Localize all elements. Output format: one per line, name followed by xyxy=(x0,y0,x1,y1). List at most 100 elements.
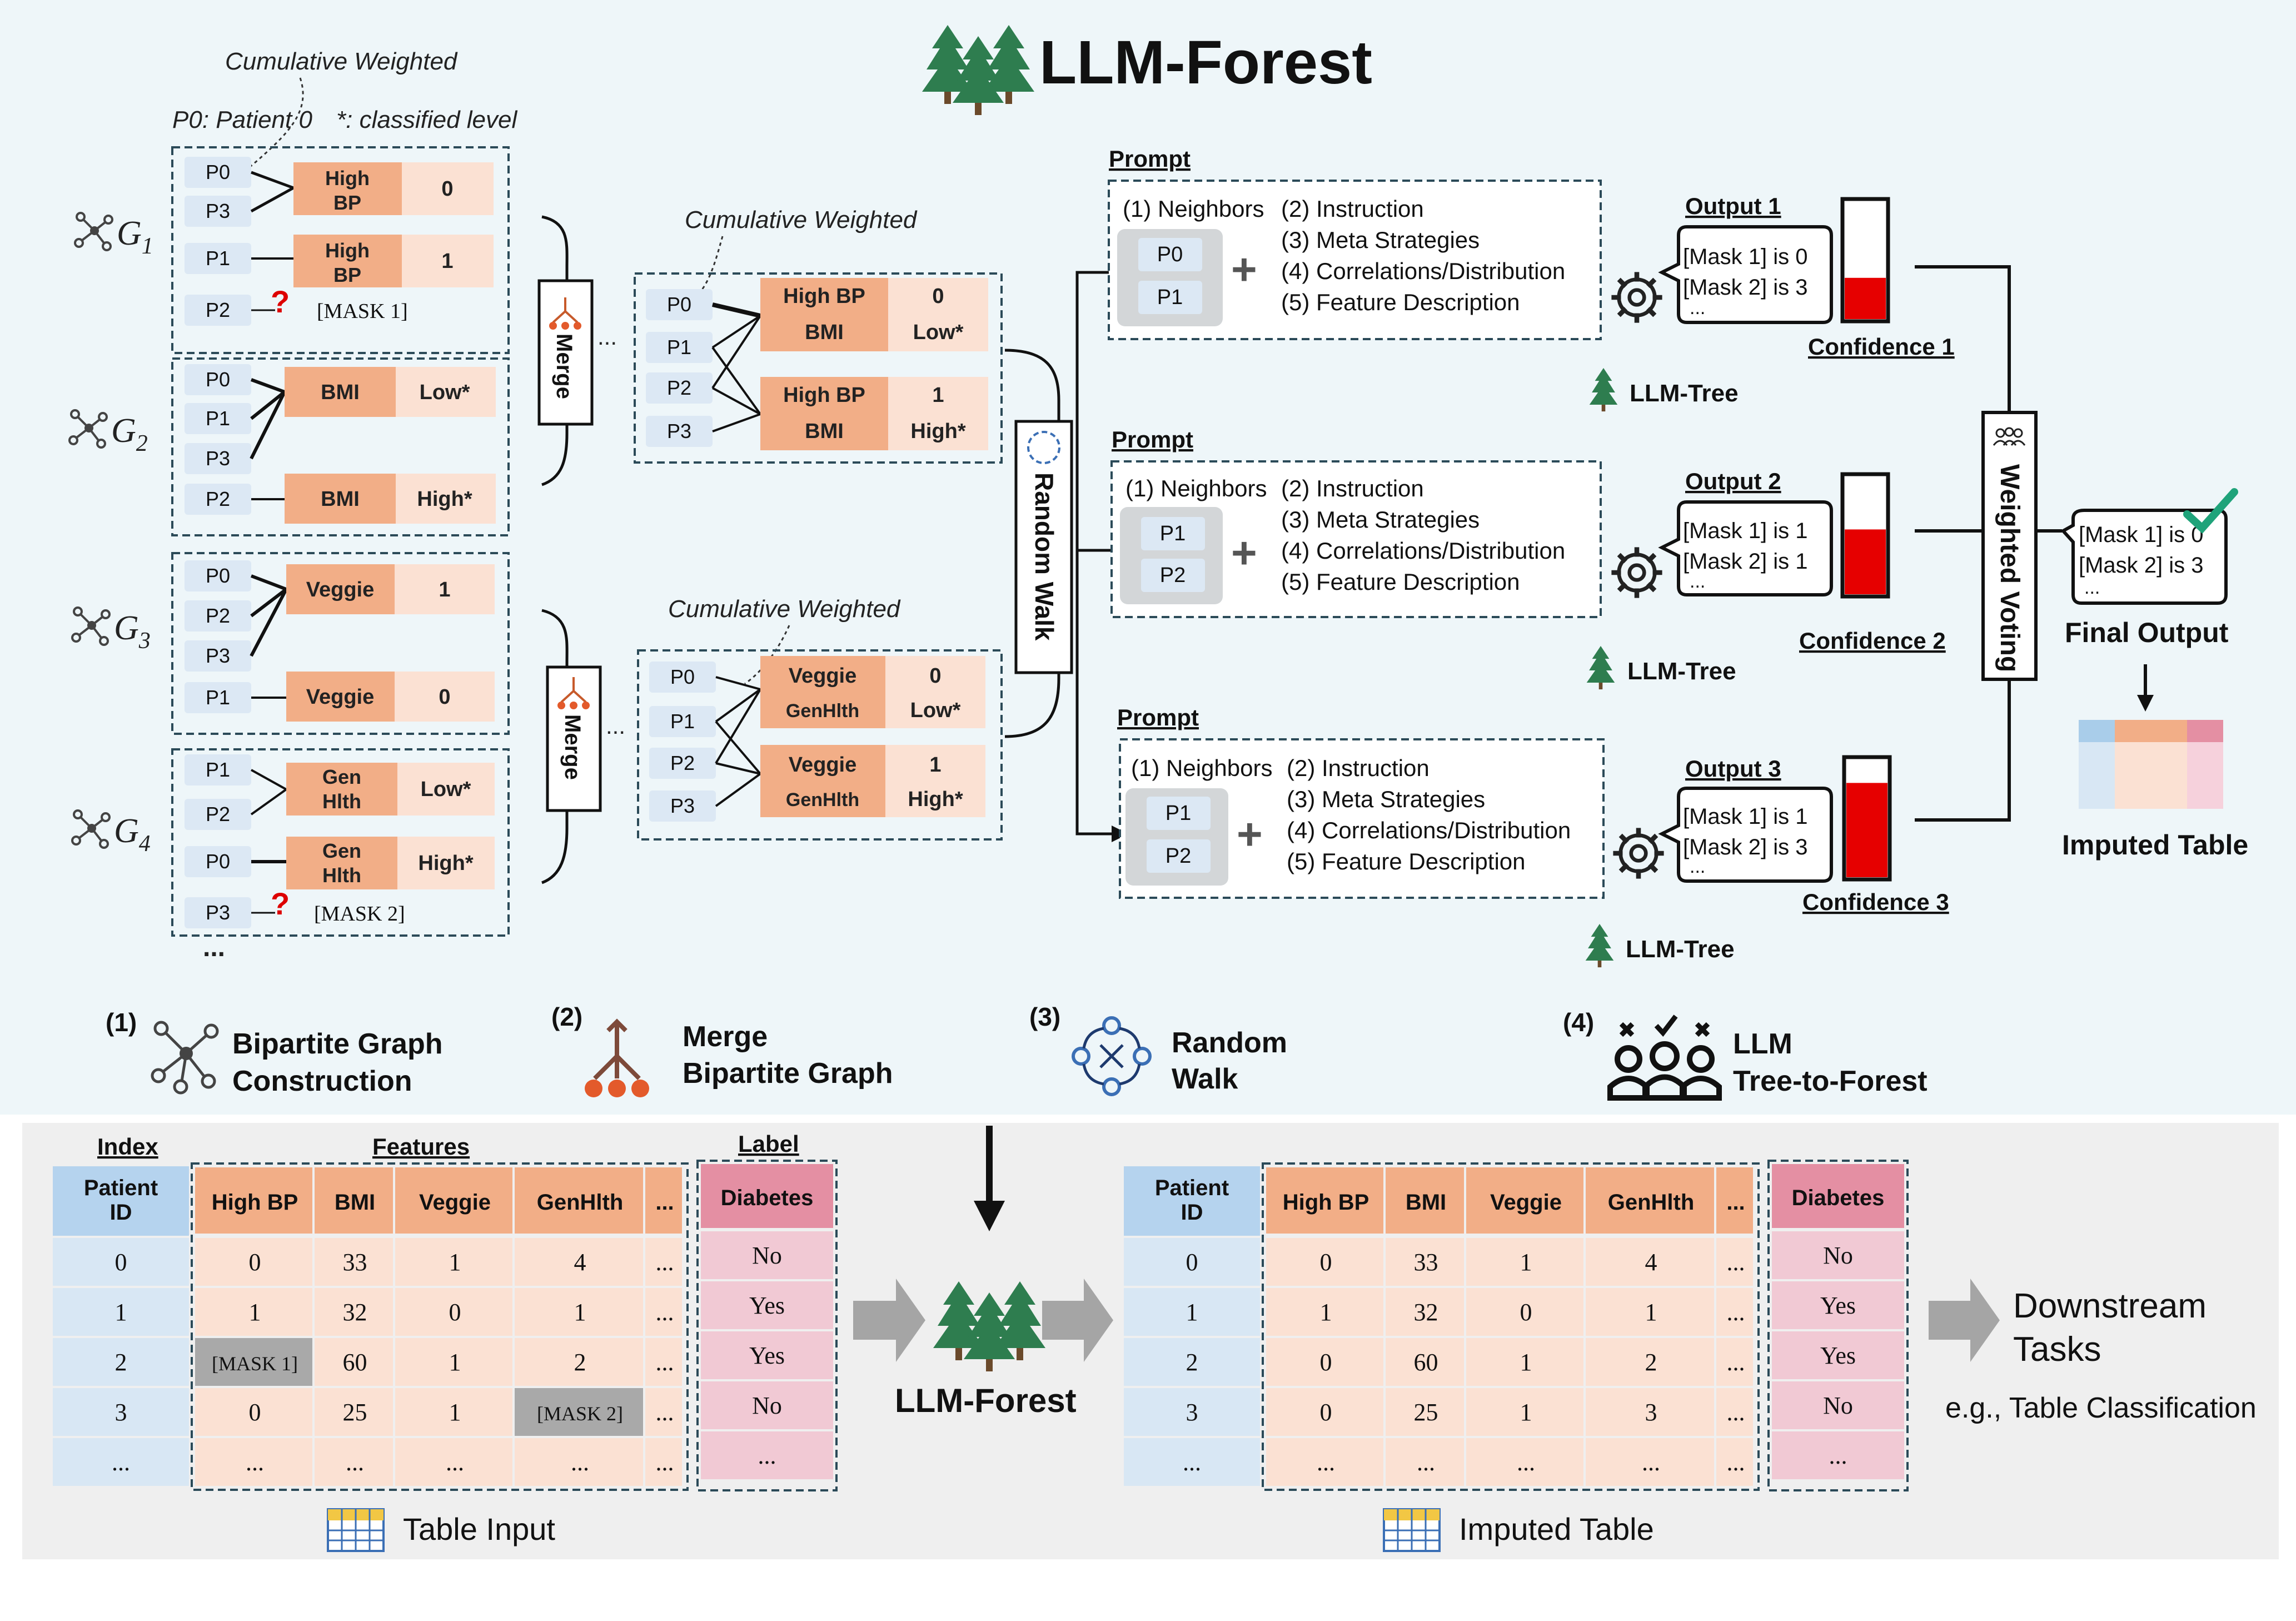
id-cell xyxy=(53,1238,189,1286)
feature-header-cell xyxy=(1586,1167,1714,1234)
id-cell xyxy=(1124,1238,1260,1286)
feature-value: 60 xyxy=(1414,1349,1438,1376)
feature-header-cell xyxy=(1266,1167,1383,1234)
feature-cell xyxy=(1266,1438,1383,1486)
feature-header: GenHlth xyxy=(537,1190,624,1215)
graphs-more-ellipsis: ... xyxy=(203,933,225,962)
label-value: No xyxy=(1823,1242,1853,1269)
m2-row1-value-1: Low* xyxy=(910,699,961,722)
step-1-num: (1) xyxy=(106,1008,137,1037)
plus-icon-2: + xyxy=(1231,528,1257,578)
step-3-num: (3) xyxy=(1029,1002,1060,1031)
prompt-3-line-4: (4) Correlations/Distribution xyxy=(1287,817,1571,843)
prompt-3-line-3: (3) Meta Strategies xyxy=(1287,786,1485,812)
id-header-line-0: Patient xyxy=(84,1176,158,1200)
label-value: No xyxy=(1823,1392,1853,1419)
graph-g1-label: G1 xyxy=(117,215,153,259)
feature-value: ... xyxy=(1317,1449,1335,1476)
g1-patient-0: P0 xyxy=(206,161,230,183)
feature-cell xyxy=(395,1288,512,1336)
id-cell xyxy=(53,1288,189,1336)
m2-patient-2: P2 xyxy=(670,752,695,774)
feature-cell xyxy=(1266,1388,1383,1436)
label-value: No xyxy=(752,1242,782,1269)
label-header-cell xyxy=(701,1164,833,1228)
feature-cell xyxy=(515,1438,643,1486)
feature-value: ... xyxy=(1727,1449,1745,1476)
prompt-2-line-2: (2) Instruction xyxy=(1281,475,1424,501)
merged-graph-1: P0 P1 P2 P3 High BP BMI 0 Low* High BP B… xyxy=(634,272,1003,464)
mini-imputed-table-icon xyxy=(2079,720,2223,809)
m1-patient-1: P1 xyxy=(667,336,691,359)
label-cell xyxy=(1772,1281,1904,1329)
graph-g3-label: G3 xyxy=(114,609,151,654)
feature-cell xyxy=(395,1388,512,1436)
id-value: 2 xyxy=(1186,1349,1198,1376)
m1-row2-feature-0: High BP xyxy=(783,384,865,407)
graph-g2-icon xyxy=(68,409,108,449)
prompt-3: Prompt (1) Neighbors (2) Instruction (3)… xyxy=(1117,704,1605,899)
output-2: Output 2 [Mask 1] is 1 [Mask 2] is 1 ... xyxy=(1611,468,1833,598)
step-2-line-1: Bipartite Graph xyxy=(683,1057,893,1090)
feature-value: 0 xyxy=(1320,1399,1332,1426)
graph-g1-box xyxy=(171,146,510,354)
feature-value: 1 xyxy=(249,1299,261,1326)
output-1-title: Output 1 xyxy=(1685,193,1781,219)
feature-value: 2 xyxy=(1645,1349,1657,1376)
g4-row1-value: Low* xyxy=(421,778,471,801)
feature-cell xyxy=(645,1288,682,1336)
step-1-line-1: Construction xyxy=(232,1065,412,1097)
feature-cell xyxy=(1386,1438,1464,1486)
features-border xyxy=(1262,1162,1760,1491)
prompt-2-header: Prompt xyxy=(1112,426,1193,453)
g2-row2-feature: BMI xyxy=(321,488,360,511)
feature-header-cell xyxy=(1466,1167,1583,1234)
feature-value: 60 xyxy=(343,1349,367,1376)
graph-g3: G3 P0 P2 P3 P1 Veggie 1 Veggie 0 xyxy=(71,552,510,735)
output-3-line-0: [Mask 1] is 1 xyxy=(1683,804,1808,829)
output-2-line-2: ... xyxy=(1690,571,1705,592)
graph-g3-box xyxy=(171,552,510,735)
feature-header: ... xyxy=(655,1190,674,1215)
label-cell xyxy=(1772,1231,1904,1279)
feature-value: ... xyxy=(656,1349,674,1376)
id-value: 2 xyxy=(115,1349,127,1376)
prompt-1: Prompt (1) Neighbors (2) Instruction (3)… xyxy=(1108,146,1602,340)
id-cell xyxy=(1124,1338,1260,1386)
feature-cell xyxy=(1466,1288,1583,1336)
g2-patient-2: P3 xyxy=(206,447,230,470)
feature-value: ... xyxy=(1727,1399,1745,1426)
prompt-2-line-1: (1) Neighbors xyxy=(1125,475,1267,501)
feature-header-cell xyxy=(195,1167,312,1234)
feature-value: 1 xyxy=(449,1349,461,1376)
id-cell xyxy=(1124,1438,1260,1486)
label-value: ... xyxy=(1829,1442,1847,1469)
feature-header: ... xyxy=(1726,1190,1745,1215)
mask-value: [MASK 1] xyxy=(212,1353,298,1375)
llm-tree-3-label: LLM-Tree xyxy=(1626,936,1735,963)
output-2-line-1: [Mask 2] is 1 xyxy=(1683,549,1808,574)
g2-row1-feature: BMI xyxy=(321,381,360,404)
id-header-cell xyxy=(53,1166,189,1236)
m2-patient-0: P0 xyxy=(670,665,695,688)
feature-cell xyxy=(195,1388,312,1436)
confidence-bar-3: Confidence 3 xyxy=(1802,755,1949,915)
feature-value: 0 xyxy=(249,1249,261,1276)
label-border xyxy=(1767,1160,1909,1491)
graph-g1-icon xyxy=(74,212,113,251)
merged-graph-2: P0 P1 P2 P3 Veggie GenHlth 0 Low* Veggie… xyxy=(637,649,1003,841)
feature-value: ... xyxy=(246,1449,264,1476)
feature-cell xyxy=(515,1388,643,1436)
m1-row1-feature-0: High BP xyxy=(783,285,865,308)
m2-row2-value-1: High* xyxy=(908,788,963,811)
feature-cell xyxy=(1466,1338,1583,1386)
merge-ellipsis-1: ... xyxy=(597,324,617,350)
g4-row2-value: High* xyxy=(418,852,473,875)
g3-patient-3: P1 xyxy=(206,686,230,709)
g3-row2-value: 0 xyxy=(439,685,450,709)
plus-icon-1: + xyxy=(1231,245,1257,294)
g4-patient-1: P2 xyxy=(206,803,230,826)
prompt-3-line-2: (2) Instruction xyxy=(1287,755,1430,781)
